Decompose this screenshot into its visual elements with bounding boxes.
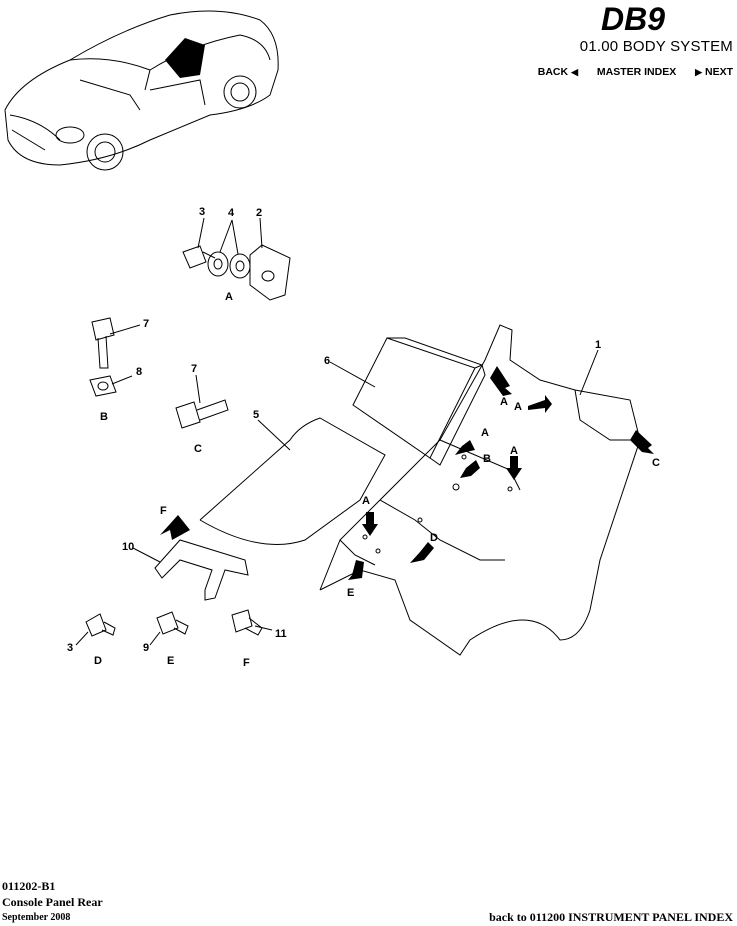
callout-11: 11 — [275, 628, 287, 640]
letter-e-panel: E — [347, 587, 354, 599]
exploded-parts-diagram: 3 4 2 A 7 8 B 7 C 5 6 1 A A A B A C A D … — [67, 206, 660, 669]
bracket-10-part — [154, 539, 249, 601]
washer-4-part-a — [207, 251, 229, 277]
document-date: September 2008 — [2, 912, 71, 923]
letter-b-nut: B — [100, 411, 108, 423]
letter-a-3: A — [481, 427, 489, 439]
callout-9: 9 — [143, 642, 149, 654]
letter-c-panel: C — [652, 457, 660, 469]
pad-5-part — [199, 417, 386, 545]
next-arrow-icon: ▶ — [695, 67, 702, 77]
letter-a-5: A — [362, 495, 370, 507]
callout-1: 1 — [595, 339, 601, 351]
svg-text:DB9: DB9 — [601, 1, 665, 37]
system-title: 01.00 BODY SYSTEM — [579, 38, 733, 55]
nut-8-part — [89, 375, 117, 397]
master-index-link[interactable]: MASTER INDEX — [596, 66, 677, 78]
screw-3-part — [182, 245, 216, 269]
document-title: Console Panel Rear — [2, 895, 103, 909]
console-panel-1-part — [319, 324, 641, 656]
letter-c-bolt: C — [194, 443, 202, 455]
back-arrow-icon: ◀ — [571, 67, 579, 77]
letter-d-panel: D — [430, 532, 438, 544]
letter-f-bracket: F — [160, 505, 167, 517]
callout-4: 4 — [228, 207, 235, 219]
back-to-index-link[interactable]: back to 011200 INSTRUMENT PANEL INDEX — [489, 910, 733, 924]
screw-3d-part — [85, 613, 116, 637]
letter-a-4: A — [510, 445, 518, 457]
letter-d-screw: D — [94, 655, 102, 667]
car-overview-illustration — [4, 10, 279, 171]
letter-e-screw: E — [167, 655, 174, 667]
bolt-7c-part — [175, 399, 229, 429]
letter-a-top: A — [225, 291, 233, 303]
next-link[interactable]: ▶NEXT — [695, 66, 733, 78]
callout-3d: 3 — [67, 642, 73, 654]
letter-a-1: A — [500, 396, 508, 408]
bolt-7-part — [91, 317, 115, 369]
back-link[interactable]: BACK◀ — [537, 66, 579, 78]
letter-b-panel: B — [483, 453, 491, 465]
callout-5: 5 — [253, 409, 259, 421]
highlight-region — [165, 38, 205, 78]
callout-10: 10 — [122, 541, 134, 553]
callout-7c: 7 — [191, 363, 197, 375]
callout-8: 8 — [136, 366, 142, 378]
document-code: 011202-B1 — [2, 879, 56, 893]
callout-3: 3 — [199, 206, 205, 218]
washer-4-part-b — [229, 253, 251, 279]
screw-9-part — [156, 611, 189, 635]
clip-2-part — [249, 244, 291, 301]
callout-6: 6 — [324, 355, 330, 367]
db9-logo: DB9 — [601, 1, 665, 37]
page-navigation: BACK◀ MASTER INDEX ▶NEXT — [538, 66, 733, 78]
letter-a-2: A — [514, 401, 522, 413]
letter-f-screw: F — [243, 657, 250, 669]
callout-2: 2 — [256, 207, 262, 219]
callout-7: 7 — [143, 318, 149, 330]
screw-11-part — [231, 609, 263, 636]
